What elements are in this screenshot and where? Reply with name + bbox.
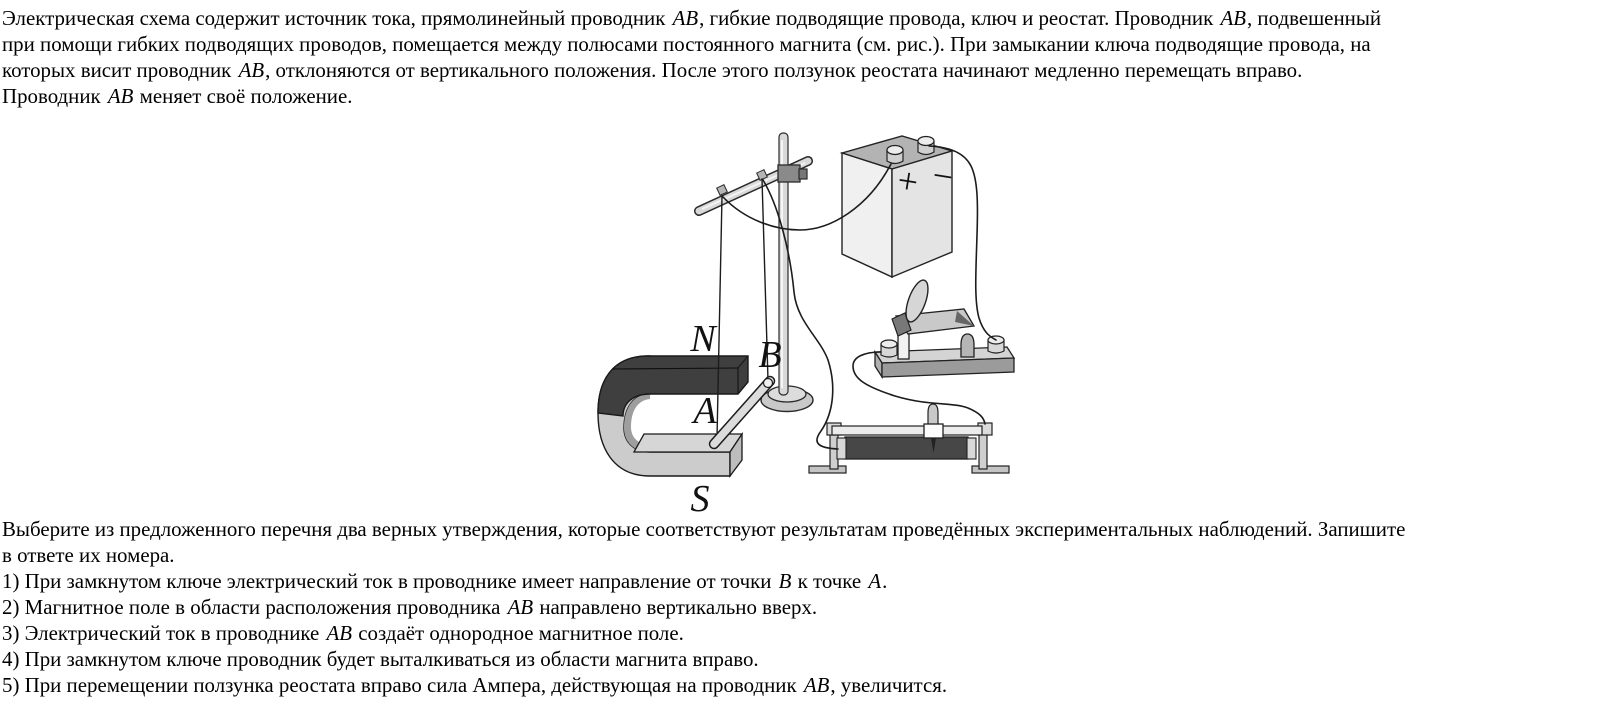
rheostat [808,403,1010,474]
rheostat-foot-right [971,465,1010,474]
magnet-north-edges [737,355,749,394]
stand-base-top [767,385,807,403]
knife-switch [873,279,1016,380]
rheostat-rail [831,425,983,436]
magnet-inner-band [624,394,650,452]
figure-labels: N B A S [689,318,781,520]
crossbar-outline [694,156,813,216]
rheostat-slider-needle [931,438,936,453]
switch-contact-dome [960,333,975,358]
switch-base-top [873,346,1016,364]
rheostat-slider-block [923,423,944,439]
switch-terminal-right-body [987,339,1005,354]
switch-pivot [891,312,912,337]
battery-left-face [841,152,893,279]
battery-terminal-minus-body [917,140,935,156]
label-south-pole: S [691,478,710,520]
clamp-knob [798,168,808,180]
wire-clip-right [756,169,768,181]
magnet-south-top-face [632,433,744,453]
wire-crossbar-to-rheostat-left [762,179,839,450]
switch-terminal-right-top [987,335,1005,345]
flexible-wires [716,178,769,439]
switch-handle [905,279,929,323]
hanging-wire-b [761,178,769,381]
answer-option-5: 5) При перемещении ползунка реостата впр… [2,673,948,697]
rheostat-cap-right [977,422,993,436]
battery-right-face [891,150,953,279]
rheostat-foot-left [808,465,847,474]
battery-plus-label: + [895,160,921,203]
battery-terminal-plus-body [886,149,904,165]
conductor-b-cap [762,377,774,389]
answer-option-2: 2) Магнитное поле в области расположения… [2,595,818,619]
question-block: Выберите из предложенного перечня два ве… [2,516,1614,698]
battery-terminal-minus-top [917,135,935,147]
problem-statement: Электрическая схема содержит источник то… [2,5,1614,109]
rheostat-cap-left [826,422,842,436]
question-text: Выберите из предложенного перечня два ве… [2,517,1406,567]
horseshoe-magnet [597,355,749,478]
stand-rod [778,132,789,396]
rheostat-post-right [978,423,988,470]
answer-option-1: 1) При замкнутом ключе электрический ток… [2,569,888,593]
battery-minus-label: − [930,155,956,198]
switch-knife-bar [894,308,976,335]
rheostat-slider-knob [927,403,939,427]
switch-base-front [881,357,1015,378]
rheostat-post-left [829,423,839,470]
battery-top-face [839,135,955,170]
stand-base-bottom [760,387,814,413]
circuit-wires [722,145,997,450]
wire-clip-left [716,184,728,196]
wire-battery-plus-to-crossbar [722,163,892,231]
answer-option-3: 3) Электрический ток в проводнике AB соз… [2,621,684,645]
rheostat-collar-left [836,437,847,460]
clamp [777,164,801,183]
rheostat-body [844,436,969,460]
label-point-b: B [758,334,781,376]
rheostat-collar-right [966,437,977,460]
wire-battery-minus-to-switch [928,145,997,341]
magnet-south-arm [597,355,731,477]
switch-knife-tip [955,311,974,326]
crossbar [695,157,812,215]
stand [694,132,814,413]
switch-terminal-left-body [880,343,898,358]
switch-terminal-left-top [880,339,898,349]
battery: + − [839,135,956,279]
battery-terminal-plus-top [886,144,904,156]
magnet-north-arm [597,355,749,417]
magnet-north-front-edge [611,367,739,370]
answer-option-4: 4) При замкнутом ключе проводник будет в… [2,647,759,671]
crossbar-highlight [701,162,806,210]
conductor-outline [708,375,776,450]
conductor-rod [710,377,774,448]
magnet-south-end-face [729,431,743,478]
hanging-wire-a [716,195,723,439]
label-point-a: A [690,390,717,432]
wire-switch-to-rheostat-right [852,351,986,425]
switch-post [897,330,910,360]
conductor-ab [708,375,776,450]
problem-statement-text: Электрическая схема содержит источник то… [2,6,1382,108]
label-north-pole: N [689,318,718,360]
switch-base-left [874,349,883,380]
